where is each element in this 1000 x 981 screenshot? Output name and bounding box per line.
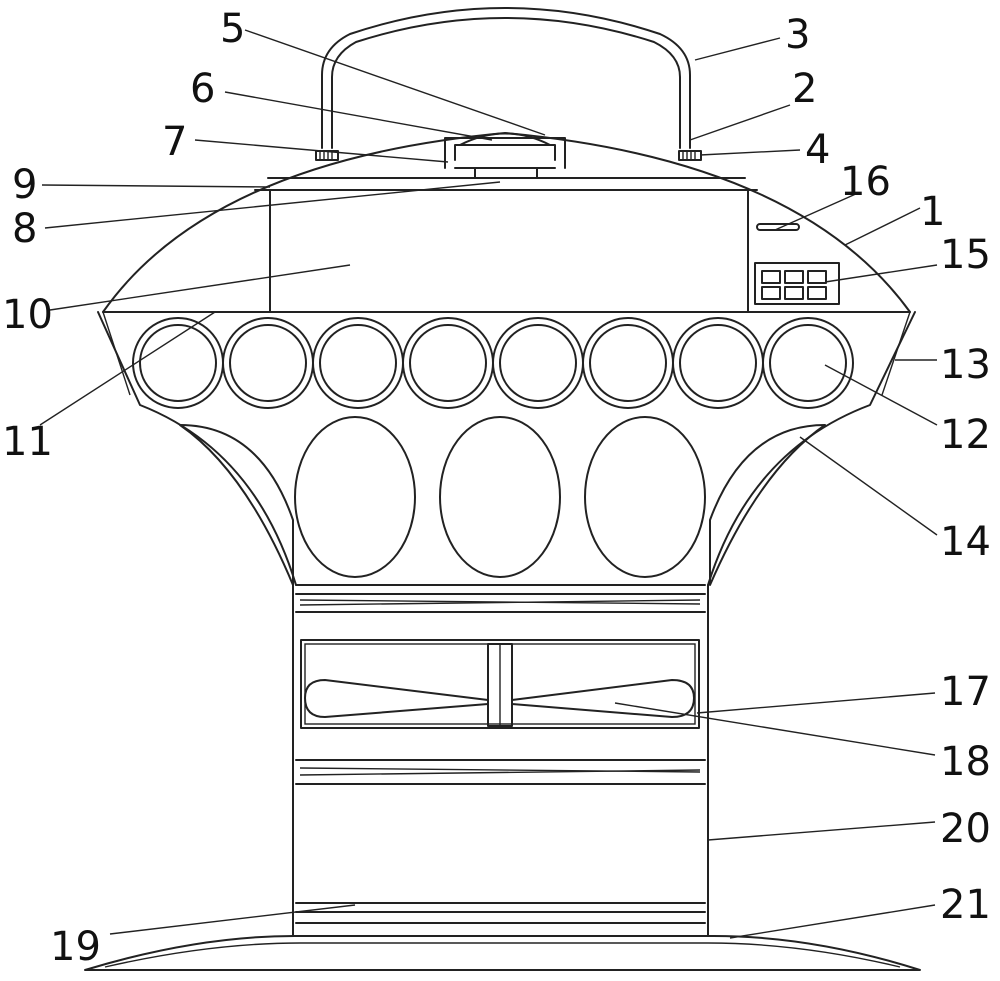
round-window bbox=[132, 317, 224, 409]
base bbox=[84, 934, 921, 971]
filter-band-upper bbox=[295, 593, 706, 613]
lower-column bbox=[292, 584, 709, 937]
handle bbox=[321, 7, 691, 149]
label-12: 12 bbox=[940, 412, 991, 458]
round-window-inner bbox=[139, 324, 217, 402]
round-window bbox=[672, 317, 764, 409]
fan-chamber bbox=[300, 639, 700, 729]
label-7: 7 bbox=[162, 119, 187, 165]
round-window bbox=[402, 317, 494, 409]
label-1: 1 bbox=[920, 189, 945, 235]
label-9: 9 bbox=[12, 162, 37, 208]
filter-band-lower bbox=[295, 759, 706, 785]
label-14: 14 bbox=[940, 519, 991, 565]
display-digit bbox=[807, 286, 827, 300]
dome-housing bbox=[102, 132, 911, 313]
fan-blade-right bbox=[511, 679, 695, 718]
label-21: 21 bbox=[940, 882, 991, 928]
round-window-inner bbox=[319, 324, 397, 402]
label-11: 11 bbox=[2, 419, 53, 465]
round-window-outer bbox=[672, 317, 764, 409]
hinge-pin-right bbox=[678, 150, 702, 161]
round-window-outer bbox=[312, 317, 404, 409]
slot bbox=[756, 223, 800, 231]
label-5: 5 bbox=[220, 6, 245, 52]
leader-lines bbox=[39, 29, 938, 939]
round-window-outer bbox=[582, 317, 674, 409]
label-3: 3 bbox=[785, 12, 810, 58]
label-8: 8 bbox=[12, 206, 37, 252]
label-17: 17 bbox=[940, 669, 991, 715]
flared-body bbox=[97, 311, 916, 586]
round-window bbox=[492, 317, 584, 409]
label-19: 19 bbox=[50, 924, 101, 970]
display-digit bbox=[761, 286, 781, 300]
round-window bbox=[222, 317, 314, 409]
round-window-inner bbox=[589, 324, 667, 402]
round-window-inner bbox=[409, 324, 487, 402]
oval-opening bbox=[439, 416, 561, 578]
digital-display bbox=[754, 262, 840, 305]
round-window bbox=[762, 317, 854, 409]
oval-opening bbox=[294, 416, 416, 578]
label-10: 10 bbox=[2, 292, 53, 338]
round-window bbox=[582, 317, 674, 409]
bottom-strip bbox=[295, 902, 706, 924]
round-window-inner bbox=[499, 324, 577, 402]
round-window-outer bbox=[402, 317, 494, 409]
side-panel-right bbox=[709, 424, 826, 586]
round-window-outer bbox=[762, 317, 854, 409]
oval-opening bbox=[584, 416, 706, 578]
label-20: 20 bbox=[940, 806, 991, 852]
round-window-inner bbox=[229, 324, 307, 402]
label-6: 6 bbox=[190, 66, 215, 112]
round-window-outer bbox=[492, 317, 584, 409]
oval-openings bbox=[294, 416, 706, 578]
label-18: 18 bbox=[940, 739, 991, 785]
round-window-inner bbox=[769, 324, 847, 402]
display-digit bbox=[784, 286, 804, 300]
round-window-outer bbox=[222, 317, 314, 409]
round-window-band bbox=[132, 317, 854, 409]
round-window-outer bbox=[132, 317, 224, 409]
side-panel-left bbox=[179, 424, 294, 586]
display-digit bbox=[807, 270, 827, 284]
fan-blade-left bbox=[304, 679, 489, 718]
label-13: 13 bbox=[940, 342, 991, 388]
round-window-inner bbox=[679, 324, 757, 402]
label-group: 5 6 7 9 8 10 11 19 3 2 4 16 1 15 13 12 1… bbox=[2, 6, 991, 970]
label-16: 16 bbox=[840, 159, 891, 205]
label-2: 2 bbox=[792, 66, 817, 112]
round-window bbox=[312, 317, 404, 409]
display-digit bbox=[784, 270, 804, 284]
display-digit bbox=[761, 270, 781, 284]
top-cap bbox=[444, 132, 566, 179]
label-15: 15 bbox=[940, 232, 991, 278]
label-4: 4 bbox=[805, 127, 830, 173]
